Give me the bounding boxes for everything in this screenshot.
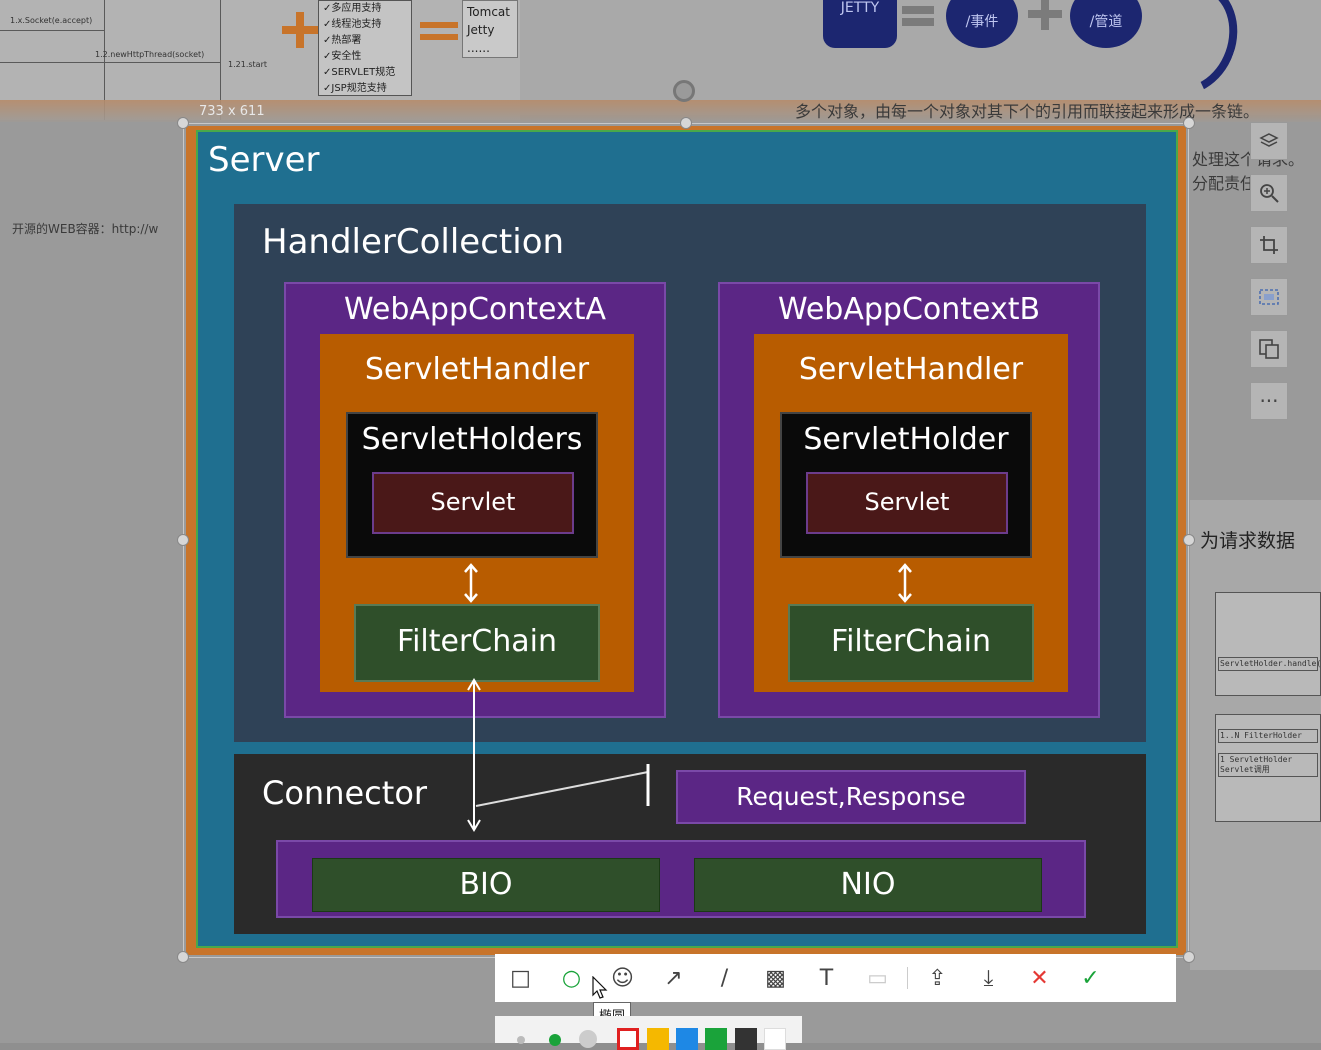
bg-mini-box: ServletHolder.handle() bbox=[1215, 592, 1321, 696]
download-icon[interactable]: ⤓ bbox=[983, 965, 994, 991]
more-icon[interactable]: ··· bbox=[1250, 382, 1288, 420]
emoji-tool-icon[interactable]: ☺ bbox=[611, 965, 634, 991]
arrow-tool-icon[interactable]: ↗ bbox=[664, 965, 683, 991]
bg-mini-label: 1 ServletHolder Servlet调用 bbox=[1218, 753, 1318, 777]
cancel-icon[interactable]: ✕ bbox=[1030, 965, 1049, 991]
feature-item: ✓SERVLET规范 bbox=[323, 67, 396, 78]
text-tool-icon[interactable]: T bbox=[819, 965, 834, 991]
connector-title: Connector bbox=[262, 774, 428, 812]
color-swatch-yellow[interactable] bbox=[647, 1028, 669, 1050]
color-palette bbox=[495, 1016, 802, 1050]
toolbar-separator bbox=[907, 967, 908, 989]
handler-collection-box: HandlerCollection WebAppContextA Servlet… bbox=[234, 204, 1146, 742]
feature-item: ✓安全性 bbox=[323, 51, 362, 62]
resize-handle-bottom-left[interactable] bbox=[177, 951, 189, 963]
size-small-dot[interactable] bbox=[517, 1036, 525, 1044]
resize-handle-left[interactable] bbox=[177, 534, 189, 546]
webapp-context-a: WebAppContextA ServletHandler ServletHol… bbox=[284, 282, 666, 718]
plus-icon bbox=[282, 12, 318, 48]
servlet-holders-a-title: ServletHolders bbox=[361, 422, 583, 457]
filter-chain-b: FilterChain bbox=[788, 604, 1034, 682]
bg-open-source-text: 开源的WEB容器：http://w bbox=[12, 222, 159, 236]
feature-item: ✓JSP规范支持 bbox=[323, 83, 387, 94]
servlet-b: Servlet bbox=[806, 472, 1008, 534]
bg-jetty-badge: JETTY bbox=[823, 0, 897, 48]
color-swatch-red[interactable] bbox=[617, 1028, 639, 1050]
bg-right-text: 分配责任 bbox=[1192, 174, 1257, 193]
color-swatch-black[interactable] bbox=[735, 1028, 757, 1050]
equals-icon bbox=[420, 22, 458, 42]
size-medium-dot[interactable] bbox=[549, 1034, 561, 1046]
server-item: Tomcat bbox=[467, 5, 510, 19]
bio-box: BIO bbox=[312, 858, 660, 912]
filter-chain-a: FilterChain bbox=[354, 604, 600, 682]
cursor-icon bbox=[592, 976, 608, 999]
webapp-context-a-title: WebAppContextA bbox=[343, 292, 607, 327]
crop-icon[interactable] bbox=[1250, 226, 1288, 264]
resize-handle-bottom-right[interactable] bbox=[1183, 951, 1195, 963]
server-item: ...... bbox=[467, 41, 490, 55]
servlet-handler-a: ServletHandler ServletHolders Servlet Fi… bbox=[320, 334, 634, 692]
rotate-handle-icon[interactable] bbox=[673, 80, 695, 102]
bg-chain-text: 多个对象，由每一个对象对其下个的引用而联接起来形成一条链。 bbox=[795, 102, 1260, 121]
feature-item: ✓热部署 bbox=[323, 35, 362, 46]
server-item: Jetty bbox=[467, 23, 495, 37]
color-swatch-white[interactable] bbox=[764, 1028, 786, 1050]
captured-diagram: Server HandlerCollection WebAppContextA … bbox=[186, 126, 1186, 955]
share-icon[interactable]: ⇪ bbox=[928, 965, 947, 991]
bg-mini-box: 1..N FilterHolder 1 ServletHolder Servle… bbox=[1215, 714, 1321, 822]
zoom-icon[interactable] bbox=[1250, 174, 1288, 212]
feature-item: ✓线程池支持 bbox=[323, 19, 382, 30]
double-arrow-icon bbox=[898, 563, 912, 603]
background-server-list: Tomcat Jetty ...... bbox=[462, 0, 518, 58]
equals-icon bbox=[902, 6, 934, 14]
rectangle-tool-icon[interactable]: □ bbox=[510, 965, 531, 991]
image-icon[interactable] bbox=[1250, 278, 1288, 316]
ellipse-tool-icon[interactable]: ○ bbox=[561, 965, 582, 991]
eraser-tool-icon[interactable]: ▭ bbox=[867, 965, 888, 991]
handler-collection-title: HandlerCollection bbox=[262, 222, 565, 262]
servlet-holders-a: ServletHolders Servlet bbox=[346, 412, 598, 558]
bg-right-heading: 为请求数据 bbox=[1200, 530, 1296, 552]
bg-label: 1.2.newHttpThread(socket) bbox=[95, 50, 205, 59]
servlet-handler-b-title: ServletHandler bbox=[798, 352, 1024, 387]
color-swatch-blue[interactable] bbox=[676, 1028, 698, 1050]
webapp-context-b-title: WebAppContextB bbox=[777, 292, 1041, 327]
background-feature-list: ✓多应用支持 ✓线程池支持 ✓热部署 ✓安全性 ✓SERVLET规范 ✓JSP规… bbox=[318, 0, 412, 96]
size-large-dot[interactable] bbox=[579, 1030, 597, 1048]
pen-tool-icon[interactable]: / bbox=[720, 965, 729, 991]
servlet-a: Servlet bbox=[372, 472, 574, 534]
bg-label: 1.x.Socket(e.accept) bbox=[10, 16, 93, 25]
server-title: Server bbox=[208, 140, 320, 180]
webapp-context-b: WebAppContextB ServletHandler ServletHol… bbox=[718, 282, 1100, 718]
mosaic-tool-icon[interactable]: ▩ bbox=[765, 965, 786, 991]
color-swatch-green[interactable] bbox=[705, 1028, 727, 1050]
request-response-box: Request,Response bbox=[676, 770, 1026, 824]
annotation-toolbar: □ ○ ☺ ↗ / ▩ T ▭ ⇪ ⤓ ✕ ✓ bbox=[495, 954, 1176, 1002]
servlet-holder-b: ServletHolder Servlet bbox=[780, 412, 1032, 558]
layers-icon[interactable] bbox=[1250, 122, 1288, 160]
resize-handle-top[interactable] bbox=[680, 117, 692, 129]
feature-item: ✓多应用支持 bbox=[323, 3, 382, 14]
copy-icon[interactable] bbox=[1250, 330, 1288, 368]
servlet-holder-b-title: ServletHolder bbox=[803, 422, 1009, 457]
resize-handle-top-left[interactable] bbox=[177, 117, 189, 129]
resize-handle-top-right[interactable] bbox=[1183, 117, 1195, 129]
servlet-handler-b: ServletHandler ServletHolder Servlet Fil… bbox=[754, 334, 1068, 692]
bg-mini-label: ServletHolder.handle() bbox=[1218, 657, 1321, 671]
servlet-handler-a-title: ServletHandler bbox=[364, 352, 590, 387]
background-orange-band bbox=[0, 100, 1321, 122]
nio-box: NIO bbox=[694, 858, 1042, 912]
bg-label: 1.21.start bbox=[228, 60, 267, 69]
io-band: BIO NIO bbox=[276, 840, 1086, 918]
double-arrow-icon bbox=[464, 563, 478, 603]
connector-box: Connector Request,Response BIO NIO bbox=[234, 754, 1146, 934]
resize-handle-right[interactable] bbox=[1183, 534, 1195, 546]
server-box: Server HandlerCollection WebAppContextA … bbox=[196, 130, 1178, 948]
selection-size-label: 733 x 611 bbox=[199, 104, 265, 119]
bg-mini-label: 1..N FilterHolder bbox=[1218, 729, 1318, 743]
confirm-icon[interactable]: ✓ bbox=[1081, 965, 1100, 991]
